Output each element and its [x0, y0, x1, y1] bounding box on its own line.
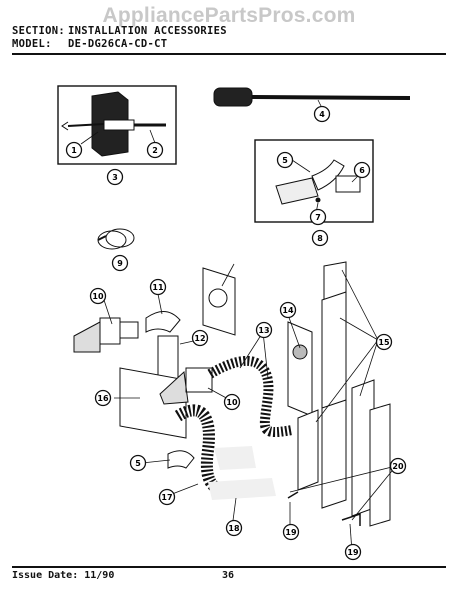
callout-number: 16 — [97, 394, 109, 403]
model-heading: MODEL: DE-DG26CA-CD-CT — [12, 38, 167, 50]
callout-number: 14 — [282, 306, 294, 315]
callout-11: 11 — [149, 278, 167, 296]
callout-1: 1 — [65, 141, 83, 159]
callout-number: 3 — [112, 173, 118, 182]
issue-date: Issue Date: 11/90 — [12, 570, 115, 581]
callout-number: 10 — [92, 292, 104, 301]
flex-duct-13 — [207, 355, 293, 438]
header-rule — [12, 53, 446, 55]
callout-number: 17 — [161, 493, 172, 502]
exhaust-hood-middle — [159, 367, 213, 405]
callout-number: 18 — [228, 524, 240, 533]
callout-18: 18 — [225, 519, 243, 537]
callout-2: 2 — [146, 141, 164, 159]
callout-number: 19 — [285, 528, 297, 537]
callout-number: 4 — [319, 110, 325, 119]
section-value: INSTALLATION ACCESSORIES — [68, 25, 227, 37]
callout-4: 4 — [313, 105, 331, 123]
callout-number: 6 — [359, 166, 365, 175]
callout-number: 5 — [282, 156, 288, 165]
flex-duct-17 — [174, 404, 239, 497]
callout-number: 2 — [152, 146, 158, 155]
callout-19: 19 — [344, 543, 362, 561]
callout-13: 13 — [255, 321, 273, 339]
callout-15: 15 — [375, 333, 393, 351]
callout-17: 17 — [158, 488, 176, 506]
callout-number: 1 — [71, 146, 77, 155]
callout-19: 19 — [282, 523, 300, 541]
callout-number: 9 — [117, 259, 123, 268]
callout-3: 3 — [106, 168, 124, 186]
rigid-duct-sections — [287, 261, 391, 527]
callout-number: 10 — [226, 398, 238, 407]
callout-5: 5 — [276, 151, 294, 169]
elbow-bottom — [167, 450, 195, 469]
hose-clamp — [97, 228, 135, 250]
model-label: MODEL: — [12, 38, 52, 50]
callout-number: 13 — [258, 326, 269, 335]
page-number: 36 — [222, 570, 235, 581]
footer-rule — [12, 566, 446, 568]
callout-12: 12 — [191, 329, 209, 347]
callout-number: 20 — [392, 462, 404, 471]
callout-16: 16 — [94, 389, 112, 407]
callout-number: 7 — [315, 213, 321, 222]
callout-9: 9 — [111, 254, 129, 272]
callout-8: 8 — [311, 229, 329, 247]
watermark: AppliancePartsPros.com — [102, 4, 356, 27]
callout-14: 14 — [279, 301, 297, 319]
callout-7: 7 — [309, 208, 327, 226]
callout-number: 15 — [378, 338, 390, 347]
callout-number: 5 — [135, 459, 141, 468]
template-sheet — [202, 267, 236, 336]
callout-5: 5 — [129, 454, 147, 472]
callout-6: 6 — [353, 161, 371, 179]
callout-number: 11 — [152, 283, 164, 292]
exhaust-hood-left — [73, 317, 139, 353]
drill-bit-illustration — [61, 91, 166, 157]
model-value: DE-DG26CA-CD-CT — [68, 38, 168, 50]
section-label: SECTION: — [12, 25, 65, 37]
callout-10: 10 — [89, 287, 107, 305]
callout-number: 12 — [194, 334, 205, 343]
part-box-3 — [57, 85, 177, 165]
callout-10: 10 — [223, 393, 241, 411]
callout-number: 8 — [317, 234, 323, 243]
callout-number: 19 — [347, 548, 359, 557]
callout-20: 20 — [389, 457, 407, 475]
dryer-vent-brush — [213, 87, 411, 107]
screws — [287, 491, 361, 526]
section-heading: SECTION:INSTALLATION ACCESSORIES — [12, 25, 227, 37]
